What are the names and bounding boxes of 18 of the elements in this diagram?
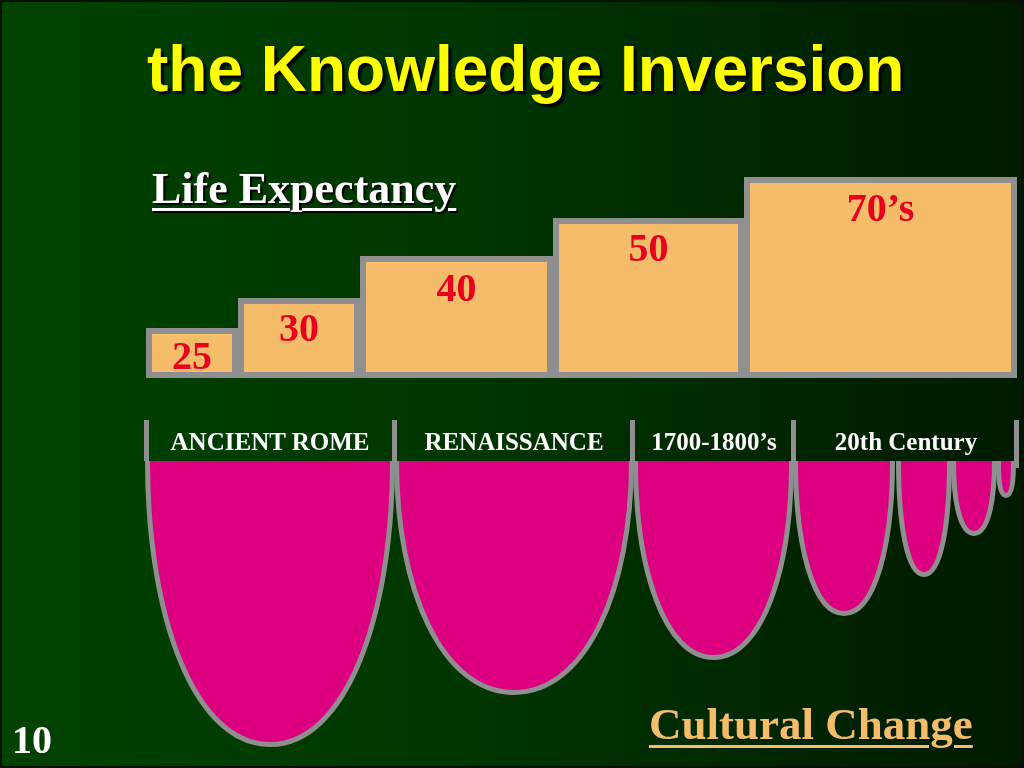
era-label: 20th Century xyxy=(834,429,978,454)
u-curve xyxy=(996,461,1016,498)
bar-value: 50 xyxy=(628,231,669,264)
bar-value: 70’s xyxy=(846,191,915,224)
page-number: 10 xyxy=(12,720,52,760)
era-label: ANCIENT ROME xyxy=(170,429,370,454)
section-heading: Cultural Change xyxy=(649,702,973,747)
bar-value: 30 xyxy=(279,311,319,344)
step-bar xyxy=(146,328,238,378)
u-curve xyxy=(896,461,952,577)
step-bar xyxy=(744,177,1017,378)
era-label: 1700-1800’s xyxy=(651,429,777,454)
bar-value: 40 xyxy=(436,271,477,304)
u-curve xyxy=(145,461,395,747)
section-heading: Life Expectancy xyxy=(152,167,457,211)
u-curve xyxy=(394,461,634,695)
bar-value: 25 xyxy=(172,339,212,372)
era-label: RENAISSANCE xyxy=(424,429,604,454)
